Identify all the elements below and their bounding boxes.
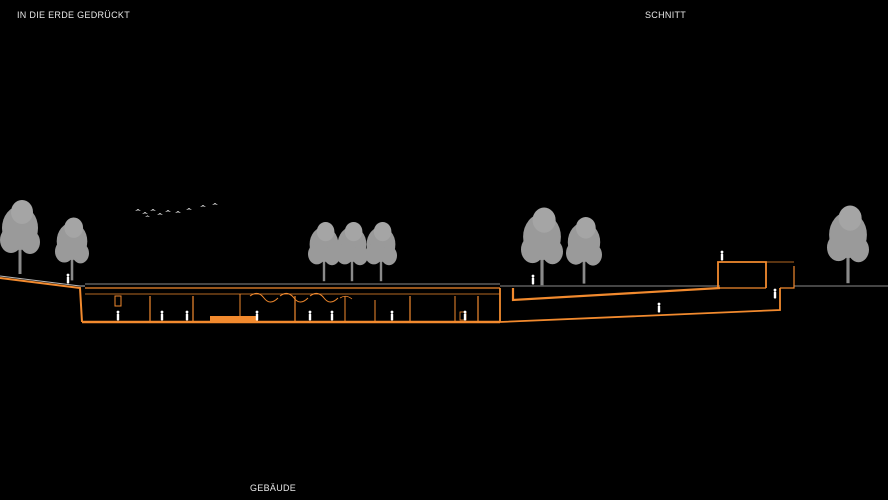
page-title: IN DIE ERDE GEDRÜCKT	[17, 10, 131, 20]
section-title: SCHNITT	[645, 10, 687, 20]
bird-icon	[135, 203, 218, 217]
person-icon	[66, 250, 777, 321]
tree-icon	[0, 200, 869, 286]
ground-line	[0, 275, 888, 287]
building-section	[0, 261, 795, 324]
building-caption: GEBÄUDE	[250, 483, 297, 493]
